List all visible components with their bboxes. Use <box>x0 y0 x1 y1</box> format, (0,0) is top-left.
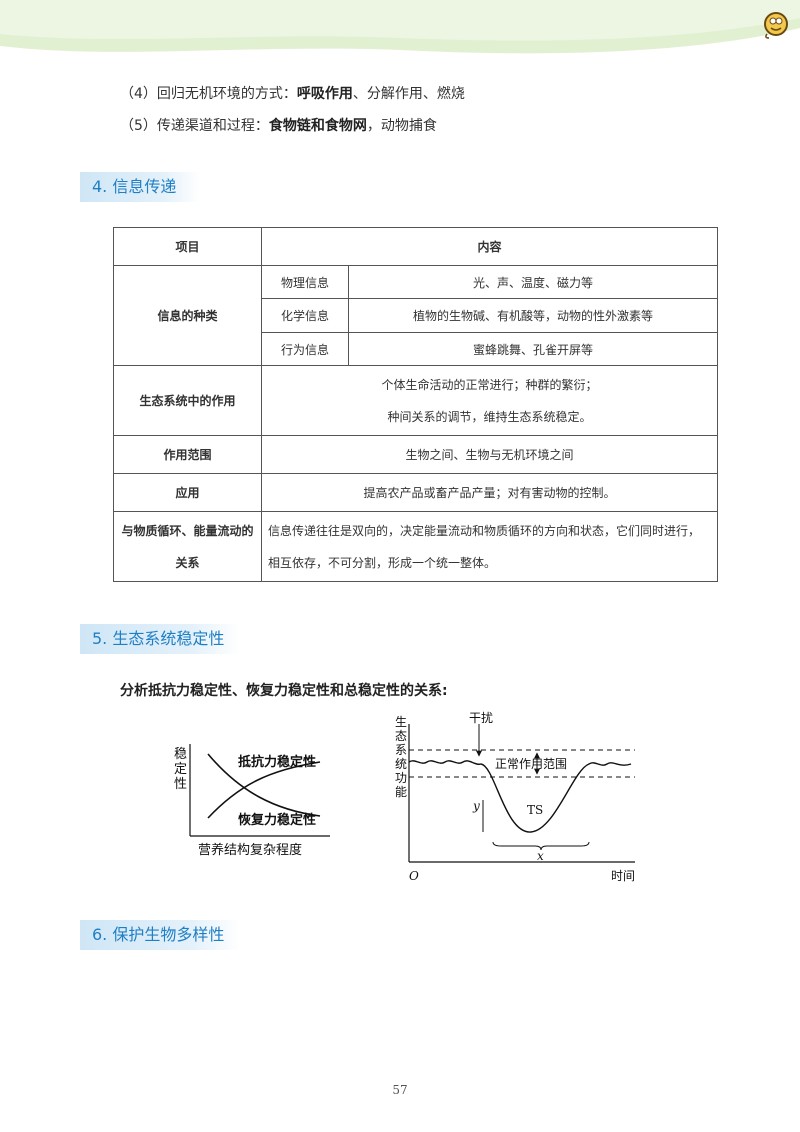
fig1-xlabel: 营养结构复杂程度 <box>198 842 302 858</box>
ecosystem-function-figure: 生 态 系 统 功 能 干扰 正常作用范围 TS y x O 时间 <box>395 711 635 883</box>
fig1-curve-b-label: 恢复力稳定性 <box>238 812 316 828</box>
curve-resistance <box>207 753 321 817</box>
section-heading-info-transfer: 4. 信息传递 <box>80 172 200 202</box>
fig1-curve-a-label: 抵抗力稳定性 <box>238 754 316 770</box>
row-label-relation: 与物质循环、能量流动的 关系 <box>113 511 262 582</box>
header-wave-band <box>0 0 800 54</box>
fig2-ylabel-6: 能 <box>395 785 407 799</box>
application-content: 提高农产品或畜产品产量；对有害动物的控制。 <box>261 473 718 512</box>
fig2-range-label: 正常作用范围 <box>495 757 567 771</box>
text-line-4: （4）回归无机环境的方式：呼吸作用、分解作用、燃烧 <box>120 86 465 102</box>
row-label-scope: 作用范围 <box>113 435 262 474</box>
fig2-ylabel-1: 生 <box>395 715 407 729</box>
text-line-5: （5）传递渠道和过程：食物链和食物网，动物捕食 <box>120 118 437 134</box>
fig2-ts-label: TS <box>527 803 543 817</box>
curve-resilience <box>207 761 321 819</box>
kind-desc: 植物的生物碱、有机酸等，动物的性外激素等 <box>348 298 718 333</box>
fig2-ylabel-4: 统 <box>395 757 407 771</box>
info-transfer-table: 项目 内容 信息的种类 物理信息 光、声、温度、磁力等 化学信息 植物的生物碱、… <box>113 227 718 582</box>
row-label-kinds: 信息的种类 <box>113 265 262 366</box>
fig1-ylabel-3: 性 <box>174 777 187 792</box>
stability-relation-figure: 稳 定 性 抵抗力稳定性 恢复力稳定性 营养结构复杂程度 <box>174 744 330 858</box>
page-number: 57 <box>392 1083 408 1097</box>
relation-content: 信息传递往往是双向的，决定能量流动和物质循环的方向和状态，它们同时进行，相互依存… <box>261 511 718 582</box>
function-curve <box>408 760 632 833</box>
fig1-ylabel-1: 稳 <box>174 746 187 762</box>
fig2-ylabel-3: 系 <box>395 743 407 757</box>
row-label-role: 生态系统中的作用 <box>113 365 262 436</box>
section-heading-stability: 5. 生态系统稳定性 <box>80 624 240 654</box>
fig2-ylabel-5: 功 <box>395 771 407 785</box>
fig2-xlabel: 时间 <box>611 869 635 883</box>
table-header-content: 内容 <box>261 227 718 266</box>
fig2-disturb-label: 干扰 <box>469 711 493 725</box>
section-heading-biodiversity: 6. 保护生物多样性 <box>80 920 240 950</box>
kind-desc: 蜜蜂跳舞、孔雀开屏等 <box>348 332 718 366</box>
stability-subtitle: 分析抵抗力稳定性、恢复力稳定性和总稳定性的关系: <box>120 683 448 699</box>
row-label-application: 应用 <box>113 473 262 512</box>
fig1-ylabel-2: 定 <box>174 762 187 777</box>
bee-badge-icon <box>764 12 788 39</box>
role-content: 个体生命活动的正常进行；种群的繁衍； 种间关系的调节，维持生态系统稳定。 <box>261 365 718 436</box>
kind-name: 物理信息 <box>261 265 349 299</box>
fig2-y-label: y <box>472 799 480 813</box>
fig2-x-label: x <box>537 849 544 863</box>
kind-name: 化学信息 <box>261 298 349 333</box>
kind-name: 行为信息 <box>261 332 349 366</box>
scope-content: 生物之间、生物与无机环境之间 <box>261 435 718 474</box>
kind-desc: 光、声、温度、磁力等 <box>348 265 718 299</box>
table-header-item: 项目 <box>113 227 262 266</box>
fig2-ylabel-2: 态 <box>395 729 407 743</box>
fig2-origin-label: O <box>409 869 419 883</box>
